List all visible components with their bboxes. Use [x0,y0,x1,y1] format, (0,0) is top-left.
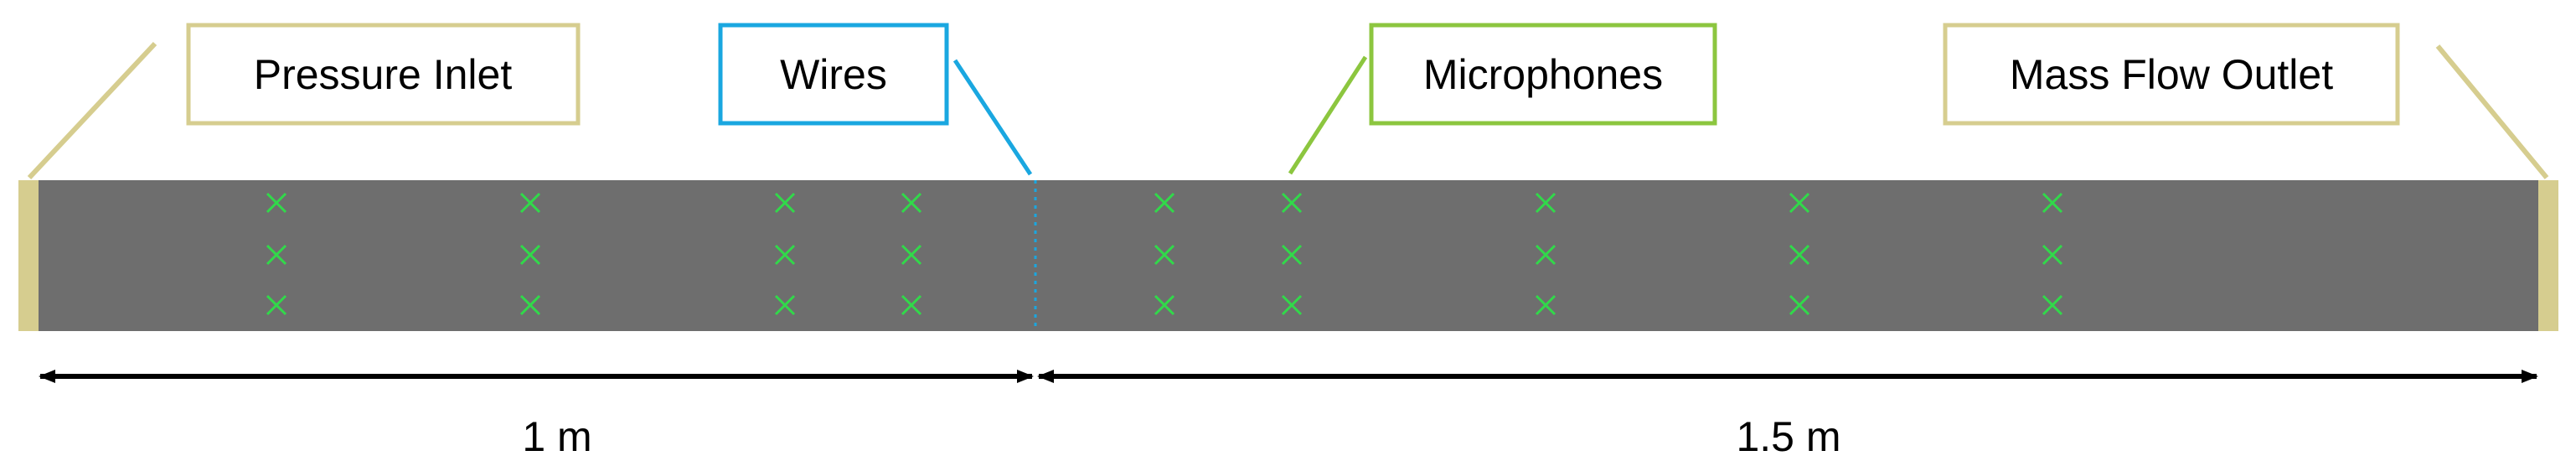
microphone-marker [1281,244,1303,266]
microphone-marker [1535,294,1556,316]
microphone-marker [1154,244,1175,266]
pressure-inlet-leader [27,41,157,180]
pressure-inlet-boundary [18,180,39,331]
microphone-marker [1154,294,1175,316]
microphone-marker [1789,244,1810,266]
microphone-marker [519,294,541,316]
wires-box [718,23,949,126]
pressure-inlet-label: Pressure Inlet [254,51,513,98]
microphone-marker [774,192,796,214]
microphone-marker [519,192,541,214]
microphone-marker [519,244,541,266]
microphone-marker [1535,192,1556,214]
microphones-label: Microphones [1423,51,1663,98]
microphone-marker [266,192,287,214]
microphone-marker [1154,192,1175,214]
microphone-marker [2042,192,2063,214]
mass-flow-outlet-boundary [2538,180,2558,331]
microphone-marker [1281,294,1303,316]
dimension-label-left: 1 m [522,413,591,460]
microphone-marker [266,244,287,266]
microphone-marker [1535,244,1556,266]
microphone-marker [1789,294,1810,316]
microphones-leader [1288,55,1368,175]
microphone-marker [2042,244,2063,266]
microphone-marker [774,244,796,266]
microphone-marker [2042,294,2063,316]
microphone-markers [266,192,2063,316]
dimension-label-right: 1.5 m [1736,413,1840,460]
microphone-marker [266,294,287,316]
microphones-box [1369,23,1717,126]
microphone-marker [901,192,922,214]
mass-flow-outlet-label: Mass Flow Outlet [2010,51,2333,98]
microphone-marker [901,244,922,266]
wires-leader [952,59,1033,176]
microphone-marker [774,294,796,316]
wires-label: Wires [780,51,887,98]
mass-flow-outlet-leader [2435,44,2549,179]
microphone-marker [1281,192,1303,214]
pressure-inlet-box [186,23,581,126]
microphone-marker [1789,192,1810,214]
microphone-marker [901,294,922,316]
mass-flow-outlet-box [1943,23,2400,126]
